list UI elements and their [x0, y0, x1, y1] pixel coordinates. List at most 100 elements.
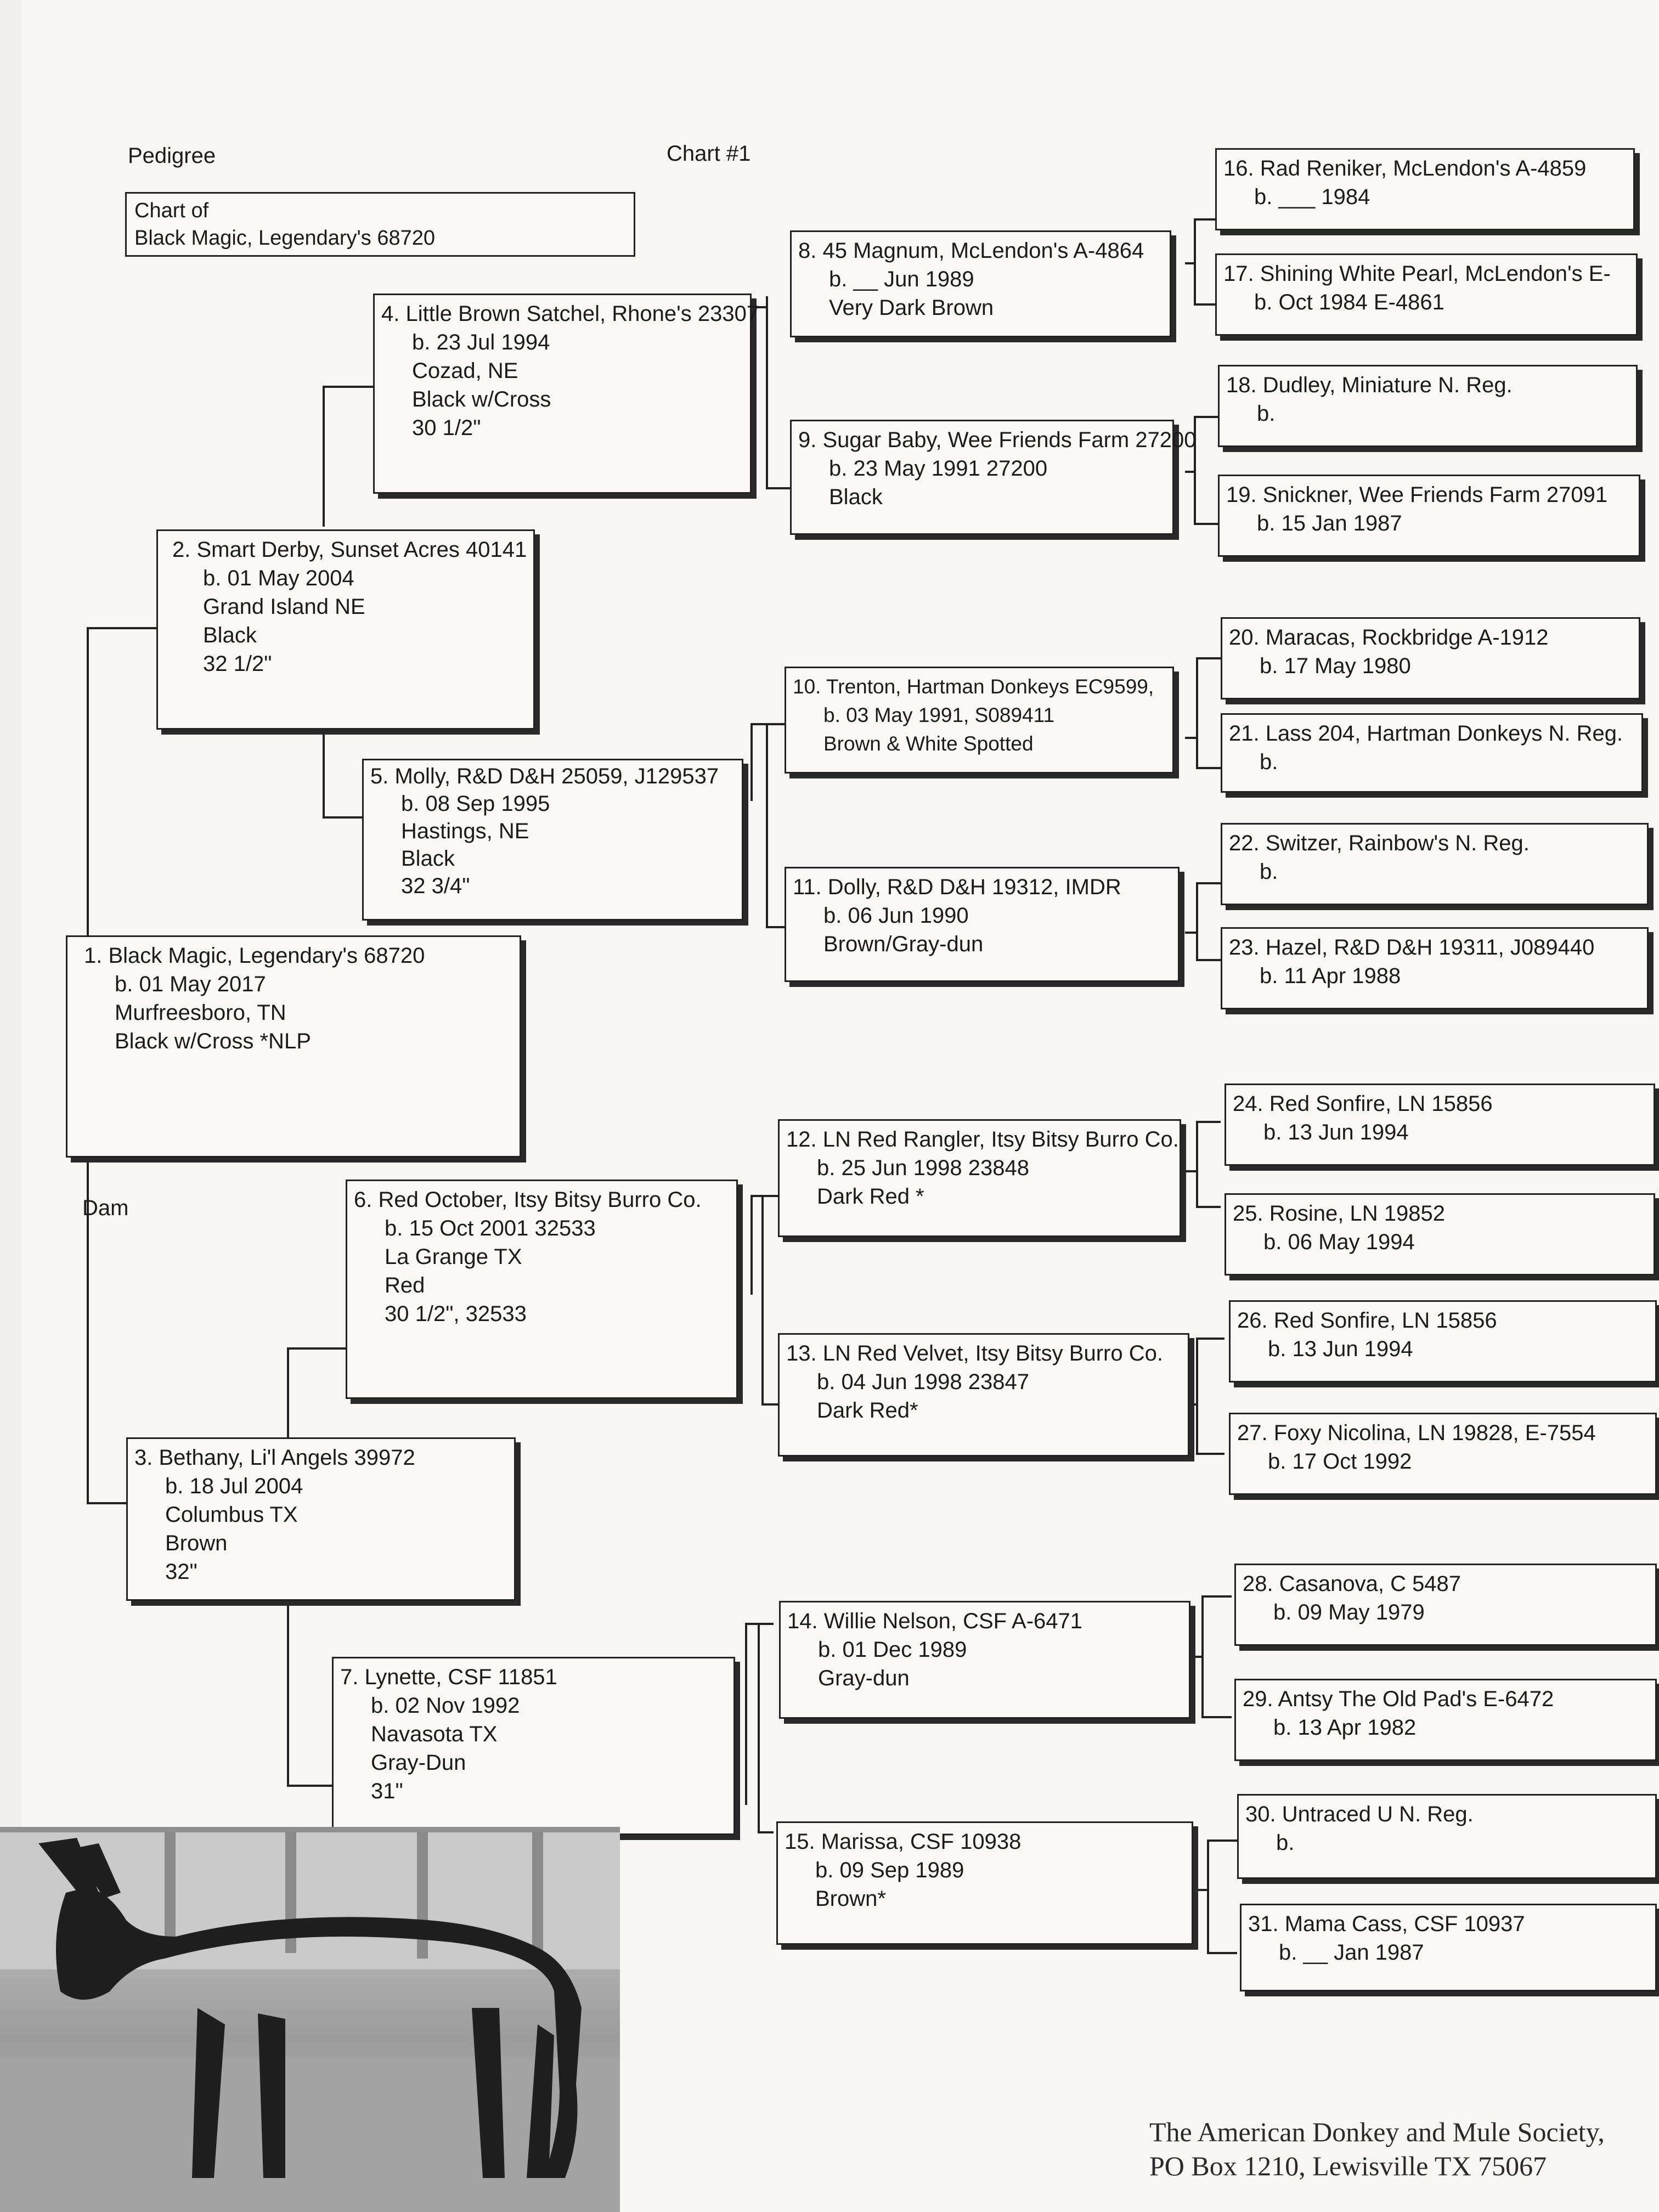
animal-10-box: 10. Trenton, Hartman Donkeys EC9599, b. …: [785, 667, 1174, 774]
animal-15-name: 15. Marissa, CSF 10938: [785, 1830, 1022, 1854]
animal-12-born: b. 25 Jun 1998 23848: [817, 1156, 1030, 1180]
animal-18-born: b.: [1257, 402, 1276, 426]
animal-7-color: Gray-Dun: [371, 1751, 466, 1775]
animal-8-born: b. __ Jun 1989: [829, 267, 974, 291]
animal-22-born: b.: [1260, 860, 1278, 884]
animal-7-name: 7. Lynette, CSF 11851: [340, 1665, 557, 1689]
animal-4-box: 4. Little Brown Satchel, Rhone's 23307 b…: [373, 294, 759, 494]
animal-23-name: 23. Hazel, R&D D&H 19311, J089440: [1229, 935, 1595, 960]
animal-30-box: 30. Untraced U N. Reg. b.: [1237, 1794, 1657, 1879]
animal-5-place: Hastings, NE: [401, 819, 529, 843]
animal-26-name: 26. Red Sonfire, LN 15856: [1237, 1308, 1497, 1333]
animal-22-box: 22. Switzer, Rainbow's N. Reg. b.: [1221, 823, 1649, 905]
animal-24-born: b. 13 Jun 1994: [1263, 1120, 1409, 1144]
animal-31-born: b. __ Jan 1987: [1279, 1940, 1424, 1965]
animal-4-color: Black w/Cross: [412, 387, 551, 411]
animal-1-box: 1. Black Magic, Legendary's 68720 b. 01 …: [66, 935, 521, 1158]
animal-15-box: 15. Marissa, CSF 10938 b. 09 Sep 1989 Br…: [776, 1821, 1193, 1945]
chart-of-line2: Black Magic, Legendary's 68720: [134, 227, 436, 250]
animal-25-box: 25. Rosine, LN 19852 b. 06 May 1994: [1224, 1193, 1655, 1276]
animal-31-name: 31. Mama Cass, CSF 10937: [1248, 1912, 1525, 1936]
animal-25-born: b. 06 May 1994: [1263, 1230, 1415, 1254]
animal-27-born: b. 17 Oct 1992: [1268, 1449, 1412, 1474]
animal-6-born: b. 15 Oct 2001 32533: [385, 1216, 596, 1240]
animal-11-born: b. 06 Jun 1990: [823, 904, 969, 928]
animal-2-box: 2. Smart Derby, Sunset Acres 40141 b. 01…: [156, 529, 535, 730]
animal-10-born: b. 03 May 1991, S089411: [823, 704, 1055, 726]
animal-19-name: 19. Snickner, Wee Friends Farm 27091: [1226, 483, 1608, 507]
animal-9-name: 9. Sugar Baby, Wee Friends Farm 27200: [798, 428, 1197, 452]
animal-24-box: 24. Red Sonfire, LN 15856 b. 13 Jun 1994: [1224, 1084, 1655, 1166]
animal-5-born: b. 08 Sep 1995: [401, 792, 550, 816]
animal-20-box: 20. Maracas, Rockbridge A-1912 b. 17 May…: [1221, 617, 1640, 699]
animal-8-box: 8. 45 Magnum, McLendon's A-4864 b. __ Ju…: [790, 230, 1171, 337]
animal-18-name: 18. Dudley, Miniature N. Reg.: [1226, 373, 1513, 397]
animal-29-box: 29. Antsy The Old Pad's E-6472 b. 13 Apr…: [1234, 1679, 1657, 1761]
animal-1-place: Murfreesboro, TN: [115, 1001, 286, 1025]
animal-14-box: 14. Willie Nelson, CSF A-6471 b. 01 Dec …: [779, 1601, 1190, 1719]
animal-9-box: 9. Sugar Baby, Wee Friends Farm 27200 b.…: [790, 420, 1197, 535]
animal-19-born: b. 15 Jan 1987: [1257, 511, 1402, 535]
animal-6-box: 6. Red October, Itsy Bitsy Burro Co. b. …: [346, 1180, 738, 1399]
animal-30-born: b.: [1276, 1831, 1295, 1855]
animal-2-name: 2. Smart Derby, Sunset Acres 40141: [172, 538, 527, 562]
animal-6-height: 30 1/2", 32533: [385, 1302, 527, 1326]
animal-22-name: 22. Switzer, Rainbow's N. Reg.: [1229, 831, 1530, 855]
animal-27-name: 27. Foxy Nicolina, LN 19828, E-7554: [1237, 1421, 1596, 1445]
animal-26-box: 26. Red Sonfire, LN 15856 b. 13 Jun 1994: [1229, 1300, 1657, 1383]
animal-4-height: 30 1/2": [412, 416, 481, 440]
donkey-silhouette-icon: [0, 1827, 620, 2212]
dam-label: Dam: [82, 1196, 129, 1220]
animal-12-name: 12. LN Red Rangler, Itsy Bitsy Burro Co.: [786, 1127, 1179, 1152]
animal-28-box: 28. Casanova, C 5487 b. 09 May 1979: [1234, 1564, 1657, 1646]
animal-6-color: Red: [385, 1273, 425, 1297]
animal-27-box: 27. Foxy Nicolina, LN 19828, E-7554 b. 1…: [1229, 1413, 1657, 1495]
animal-20-born: b. 17 May 1980: [1260, 654, 1411, 678]
animal-2-color: Black: [203, 623, 257, 647]
animal-28-name: 28. Casanova, C 5487: [1243, 1572, 1462, 1596]
animal-13-name: 13. LN Red Velvet, Itsy Bitsy Burro Co.: [786, 1341, 1163, 1365]
animal-12-box: 12. LN Red Rangler, Itsy Bitsy Burro Co.…: [778, 1119, 1181, 1237]
animal-9-color: Black: [829, 485, 883, 509]
animal-2-born: b. 01 May 2004: [203, 566, 354, 590]
animal-5-box: 5. Molly, R&D D&H 25059, J129537 b. 08 S…: [362, 759, 743, 921]
animal-1-born: b. 01 May 2017: [115, 972, 266, 996]
animal-17-born: b. Oct 1984 E-4861: [1254, 290, 1444, 314]
animal-17-box: 17. Shining White Pearl, McLendon's E- b…: [1215, 253, 1638, 336]
animal-3-color: Brown: [165, 1531, 228, 1555]
animal-1-color: Black w/Cross *NLP: [115, 1029, 311, 1053]
animal-30-name: 30. Untraced U N. Reg.: [1245, 1802, 1474, 1826]
animal-10-name: 10. Trenton, Hartman Donkeys EC9599,: [793, 675, 1154, 698]
animal-3-place: Columbus TX: [165, 1503, 298, 1527]
animal-14-born: b. 01 Dec 1989: [818, 1638, 967, 1662]
animal-1-name: 1. Black Magic, Legendary's 68720: [84, 944, 425, 968]
animal-2-place: Grand Island NE: [203, 595, 365, 619]
animal-25-name: 25. Rosine, LN 19852: [1233, 1201, 1445, 1226]
animal-19-box: 19. Snickner, Wee Friends Farm 27091 b. …: [1218, 475, 1640, 557]
animal-5-height: 32 3/4": [401, 874, 470, 898]
animal-3-born: b. 18 Jul 2004: [165, 1474, 303, 1498]
animal-7-box: 7. Lynette, CSF 11851 b. 02 Nov 1992 Nav…: [332, 1657, 735, 1835]
animal-13-box: 13. LN Red Velvet, Itsy Bitsy Burro Co. …: [778, 1333, 1189, 1457]
chart-of-box: Chart of Black Magic, Legendary's 68720: [125, 192, 635, 257]
animal-15-color: Brown*: [815, 1887, 886, 1911]
animal-8-name: 8. 45 Magnum, McLendon's A-4864: [798, 239, 1144, 263]
animal-16-name: 16. Rad Reniker, McLendon's A-4859: [1223, 156, 1587, 180]
animal-5-name: 5. Molly, R&D D&H 25059, J129537: [370, 764, 719, 788]
animal-10-color: Brown & White Spotted: [823, 732, 1034, 755]
animal-3-box: 3. Bethany, Li'l Angels 39972 b. 18 Jul …: [126, 1437, 516, 1601]
animal-2-height: 32 1/2": [203, 652, 272, 676]
animal-17-name: 17. Shining White Pearl, McLendon's E-: [1223, 262, 1611, 286]
animal-3-height: 32": [165, 1560, 198, 1584]
animal-23-box: 23. Hazel, R&D D&H 19311, J089440 b. 11 …: [1221, 927, 1649, 1009]
animal-9-born: b. 23 May 1991 27200: [829, 456, 1048, 481]
animal-16-box: 16. Rad Reniker, McLendon's A-4859 b. __…: [1215, 148, 1635, 230]
animal-15-born: b. 09 Sep 1989: [815, 1858, 964, 1882]
animal-21-box: 21. Lass 204, Hartman Donkeys N. Reg. b.: [1221, 713, 1643, 793]
donkey-photo: [0, 1827, 620, 2212]
animal-28-born: b. 09 May 1979: [1273, 1600, 1425, 1624]
chart-number: Chart #1: [667, 142, 751, 166]
animal-13-born: b. 04 Jun 1998 23847: [817, 1370, 1030, 1394]
animal-31-box: 31. Mama Cass, CSF 10937 b. __ Jan 1987: [1240, 1904, 1657, 1991]
